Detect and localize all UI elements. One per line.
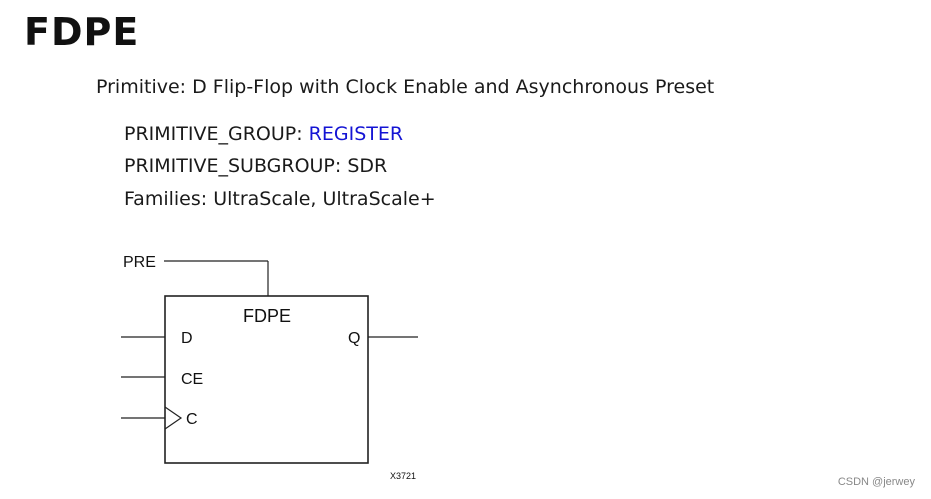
families: Families: UltraScale, UltraScale+ — [124, 188, 436, 210]
pin-label-ce: CE — [181, 371, 203, 388]
clock-triangle-icon — [164, 406, 183, 430]
page-title: FDPE — [24, 10, 140, 54]
symbol-name: FDPE — [243, 306, 291, 326]
primitive-group-row: PRIMITIVE_GROUP: REGISTER — [124, 121, 403, 147]
pin-label-d: D — [181, 330, 193, 347]
primitive-group-link[interactable]: REGISTER — [308, 123, 404, 145]
pin-label-c: C — [186, 411, 198, 428]
primitive-description: Primitive: D Flip-Flop with Clock Enable… — [96, 76, 715, 98]
primitive-group-label: PRIMITIVE_GROUP: — [124, 123, 309, 145]
primitive-subgroup: PRIMITIVE_SUBGROUP: SDR — [124, 155, 388, 177]
watermark: CSDN @jerwey — [837, 476, 915, 488]
figure-id: X3721 — [390, 471, 416, 481]
pin-label-pre: PRE — [123, 254, 156, 271]
symbol-box — [164, 295, 369, 464]
pin-label-q: Q — [348, 330, 360, 347]
